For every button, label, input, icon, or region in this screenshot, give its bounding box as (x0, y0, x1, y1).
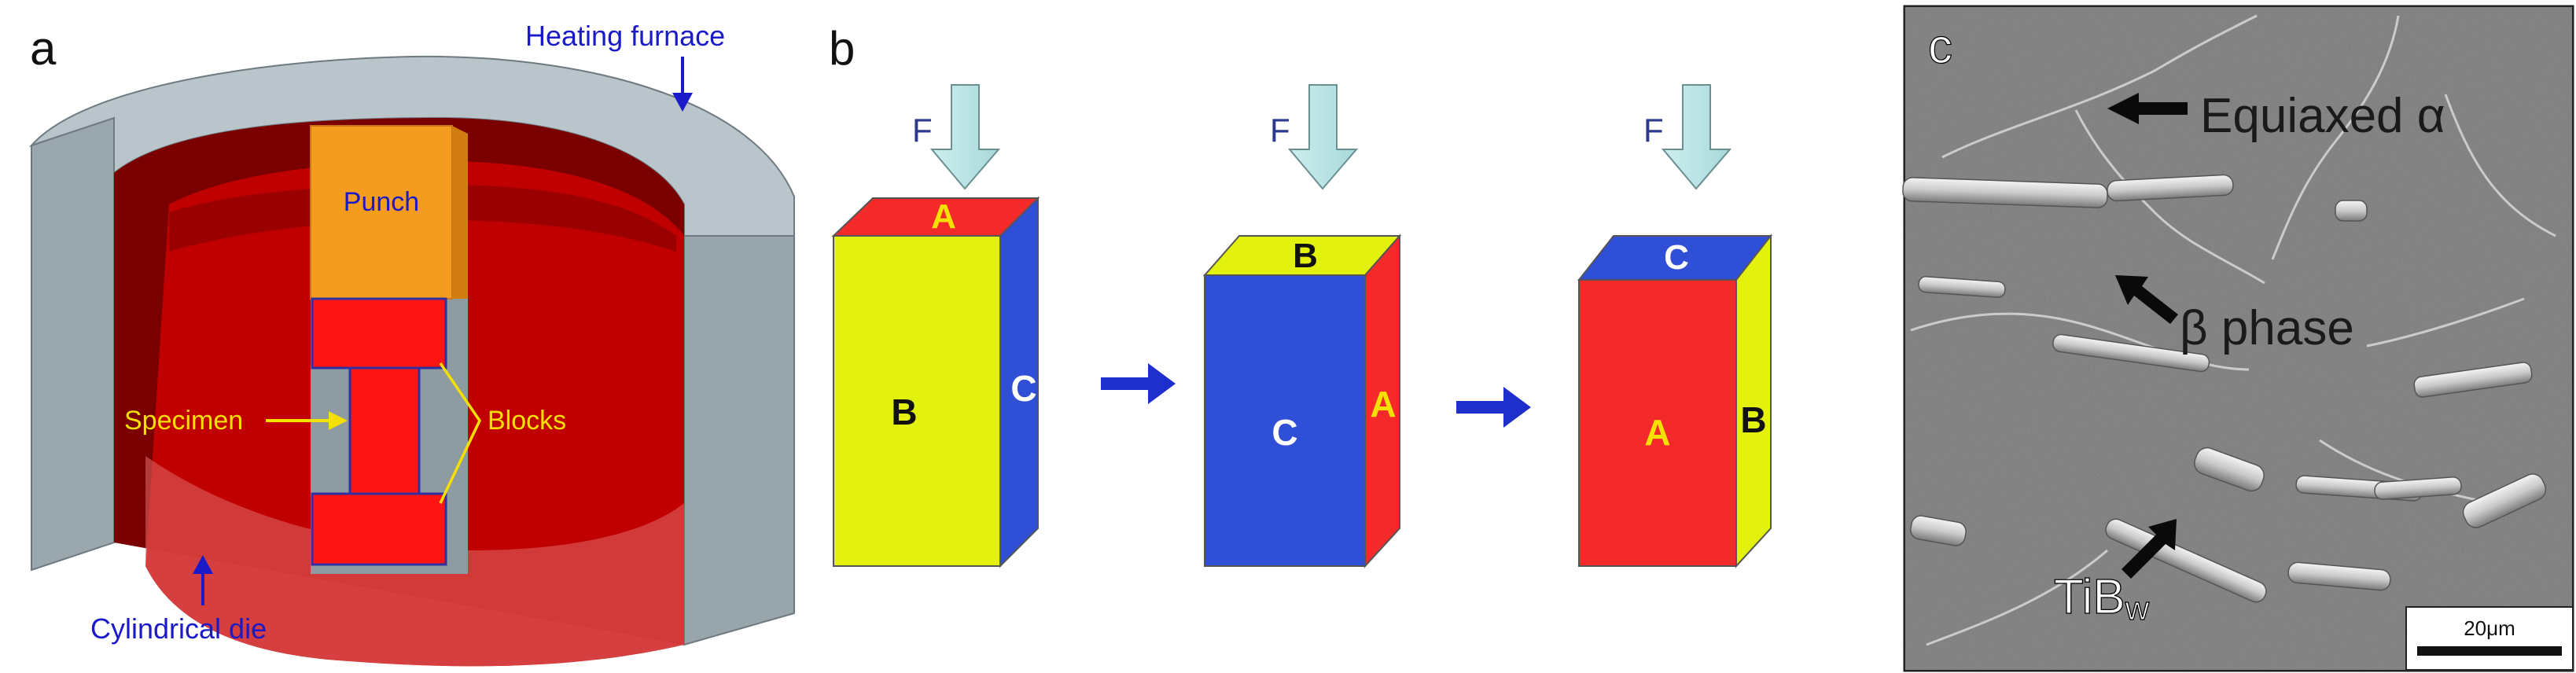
whisker-rod (2105, 518, 2267, 603)
step-arrow-1 (1101, 363, 1176, 404)
panel-c-label: c (1928, 20, 1952, 74)
whisker-rod (1910, 515, 1967, 546)
cube-3-side-face (1735, 234, 1772, 568)
cube-1-top-letter: A (931, 197, 956, 236)
panel-b-forging-sequence: b F A B C F B C A (818, 0, 1887, 673)
furnace-diagram: a Punch Heating furnace Specimen (28, 20, 795, 667)
scale-bar (2417, 646, 2562, 656)
force-arrow-2 (1287, 84, 1359, 190)
cube-1-front-letter: B (891, 392, 917, 432)
blocks-label: Blocks (488, 406, 566, 436)
cube-step-3: F C A B (1577, 84, 1773, 568)
tib-label-subscript: w (2125, 590, 2150, 627)
lower-block (311, 492, 447, 566)
equiaxed-alpha-arrow (2107, 93, 2188, 124)
specimen-label: Specimen (124, 406, 243, 436)
cube-1-side-letter: C (1010, 368, 1036, 409)
cube-step-1: F A B C (831, 84, 1040, 568)
scale-bar-label: 20μm (2464, 616, 2515, 640)
force-label-3: F (1643, 112, 1664, 149)
panel-a-furnace-schematic: a Punch Heating furnace Specimen (0, 0, 810, 673)
whisker-rod (2462, 473, 2547, 528)
blocks-leader-lines (439, 362, 482, 504)
cube-2-side-letter: A (1370, 384, 1396, 425)
equiaxed-alpha-label: Equiaxed α (2200, 89, 2445, 143)
panel-c-sem-micrograph: c Equiaxed α β phase TiBw 20μm (1895, 0, 2576, 673)
cylindrical-die-label: Cylindrical die (90, 612, 267, 645)
heating-furnace-label: Heating furnace (525, 20, 725, 52)
beta-phase-arrow (2115, 275, 2178, 324)
step-arrow-2 (1456, 387, 1531, 428)
force-arrow-1 (929, 84, 1001, 190)
upper-block (311, 297, 447, 370)
tib-whiskers (1902, 174, 2547, 603)
whisker-rod (1902, 177, 2108, 208)
tib-label: TiBw (2054, 570, 2150, 627)
cube-2-front-letter: C (1271, 412, 1297, 453)
cube-2-top-letter: B (1293, 237, 1318, 275)
cube-3-top-letter: C (1664, 238, 1689, 277)
whisker-rod (2374, 476, 2462, 500)
panel-b-label: b (829, 22, 855, 75)
force-arrow-3 (1661, 84, 1732, 190)
force-label-1: F (912, 112, 933, 149)
whisker-rod (2194, 447, 2265, 492)
sem-micrograph: c Equiaxed α β phase TiBw 20μm (1902, 5, 2574, 672)
specimen (348, 366, 421, 495)
cube-3-side-letter: B (1740, 399, 1766, 440)
whisker-rod (2287, 561, 2391, 591)
scale-bar-box (2405, 606, 2574, 671)
heating-furnace-arrow-head (672, 93, 693, 112)
cube-1-side-face (999, 196, 1039, 568)
tib-label-main: TiB (2054, 570, 2125, 624)
specimen-arrow-head (329, 411, 348, 430)
punch-side (452, 126, 468, 299)
furnace-right-wall (683, 235, 795, 646)
cube-step-2: F B C A (1202, 84, 1402, 568)
micrograph-texture (1905, 7, 2572, 670)
cube-3-front-letter: A (1644, 412, 1670, 453)
force-label-2: F (1270, 112, 1290, 149)
whisker-rod (2052, 333, 2210, 373)
whisker-rod (1918, 276, 2006, 298)
cube-2-front-face (1204, 274, 1366, 567)
grain-boundaries (1910, 14, 2556, 646)
whisker-rod (2107, 174, 2234, 202)
panel-a-label: a (30, 22, 57, 75)
cube-3-front-face (1578, 279, 1737, 567)
punch-label: Punch (344, 187, 419, 217)
whisker-rod (2335, 200, 2368, 222)
beta-phase-label: β phase (2180, 301, 2354, 355)
cylindrical-die-arrow-head (193, 555, 213, 574)
cube-2-side-face (1364, 234, 1400, 568)
furnace-left-wall (31, 116, 115, 572)
whisker-rod (2413, 362, 2533, 398)
cube-1-front-face (833, 235, 1001, 567)
forging-sequence-diagram: b F A B C F B C A (829, 22, 1773, 568)
tib-arrow (2122, 519, 2177, 579)
